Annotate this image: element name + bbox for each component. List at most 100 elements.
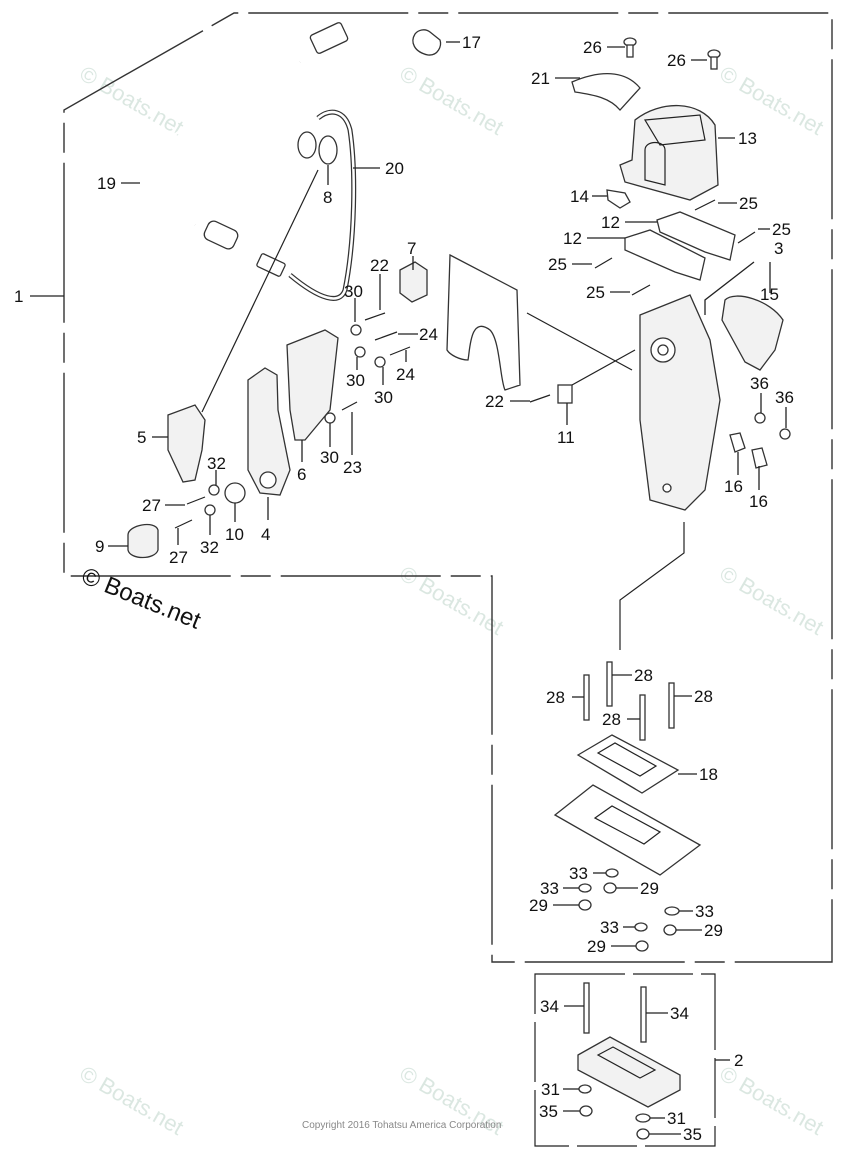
callout-32[interactable]: 32 (200, 538, 219, 557)
callout-27[interactable]: 27 (169, 548, 188, 567)
callout-33[interactable]: 33 (540, 879, 559, 898)
callout-30[interactable]: 30 (320, 448, 339, 467)
part-9 (127, 523, 159, 559)
callout-28[interactable]: 28 (634, 666, 653, 685)
callout-10[interactable]: 10 (225, 525, 244, 544)
callout-13[interactable]: 13 (738, 129, 757, 148)
part-15 (721, 295, 784, 371)
part-11 (557, 384, 573, 404)
part-12-brackets (624, 211, 736, 281)
callout-30[interactable]: 30 (374, 388, 393, 407)
callout-2[interactable]: 2 (734, 1051, 743, 1070)
callout-leaders (30, 41, 787, 1135)
callout-14[interactable]: 14 (570, 187, 589, 206)
callout-33[interactable]: 33 (600, 918, 619, 937)
callout-36[interactable]: 36 (750, 374, 769, 393)
part-7 (399, 261, 428, 303)
callout-1[interactable]: 1 (14, 287, 23, 306)
callout-12[interactable]: 12 (601, 213, 620, 232)
part-14 (606, 189, 631, 209)
callout-28[interactable]: 28 (546, 688, 565, 707)
callout-24[interactable]: 24 (419, 325, 438, 344)
callout-25[interactable]: 25 (586, 283, 605, 302)
callout-20[interactable]: 20 (385, 159, 404, 178)
part-16 (751, 447, 768, 469)
callout-26[interactable]: 26 (667, 51, 686, 70)
callout-labels: 1 2 3 4 5 6 7 8 9 10 11 12 12 13 14 15 1… (14, 33, 794, 1144)
callout-30[interactable]: 30 (346, 371, 365, 390)
callout-29[interactable]: 29 (529, 896, 548, 915)
assembly-outline-1 (63, 12, 833, 963)
leader-line (571, 349, 636, 386)
callout-25[interactable]: 25 (548, 255, 567, 274)
callout-4[interactable]: 4 (261, 525, 270, 544)
leader-line (201, 169, 319, 413)
watermark: © Boats.net (716, 1061, 828, 1140)
callout-28[interactable]: 28 (602, 710, 621, 729)
callout-8[interactable]: 8 (323, 188, 332, 207)
callout-29[interactable]: 29 (704, 921, 723, 940)
part-26-screws (623, 37, 721, 70)
part-4 (247, 367, 291, 496)
watermark: © Boats.net (396, 61, 508, 140)
callout-15[interactable]: 15 (760, 285, 779, 304)
leader-line (526, 312, 633, 371)
part-36 (779, 428, 791, 440)
callout-22[interactable]: 22 (370, 256, 389, 275)
part-19-harness (140, 22, 349, 250)
callout-25[interactable]: 25 (739, 194, 758, 213)
callout-31[interactable]: 31 (667, 1109, 686, 1128)
callout-24[interactable]: 24 (396, 365, 415, 384)
callout-21[interactable]: 21 (531, 69, 550, 88)
leader-line (619, 522, 685, 650)
callout-32[interactable]: 32 (207, 454, 226, 473)
gasket-plate (446, 253, 521, 391)
callout-28[interactable]: 28 (694, 687, 713, 706)
callout-9[interactable]: 9 (95, 537, 104, 556)
callout-35[interactable]: 35 (683, 1125, 702, 1144)
watermark: © Boats.net (396, 561, 508, 640)
callout-29[interactable]: 29 (640, 879, 659, 898)
watermark: © Boats.net (716, 561, 828, 640)
part-17 (412, 29, 442, 56)
callout-19[interactable]: 19 (97, 174, 116, 193)
callout-5[interactable]: 5 (137, 428, 146, 447)
callout-23[interactable]: 23 (343, 458, 362, 477)
callout-34[interactable]: 34 (540, 997, 559, 1016)
part-21-cover (571, 72, 641, 111)
part-36 (754, 412, 766, 424)
callout-29[interactable]: 29 (587, 937, 606, 956)
callout-33[interactable]: 33 (695, 902, 714, 921)
callout-7[interactable]: 7 (407, 239, 416, 258)
callout-34[interactable]: 34 (670, 1004, 689, 1023)
callout-26[interactable]: 26 (583, 38, 602, 57)
callout-31[interactable]: 31 (541, 1080, 560, 1099)
part-3-control-box (639, 294, 721, 511)
nuts-washers (578, 868, 680, 952)
callout-3[interactable]: 3 (774, 239, 783, 258)
callout-36[interactable]: 36 (775, 388, 794, 407)
callout-22[interactable]: 22 (485, 392, 504, 411)
callout-27[interactable]: 27 (142, 496, 161, 515)
callout-25[interactable]: 25 (772, 220, 791, 239)
callout-6[interactable]: 6 (297, 465, 306, 484)
small-fasteners (174, 312, 411, 529)
callout-12[interactable]: 12 (563, 229, 582, 248)
callout-35[interactable]: 35 (539, 1102, 558, 1121)
callout-33[interactable]: 33 (569, 864, 588, 883)
callout-30[interactable]: 30 (344, 282, 363, 301)
callout-17[interactable]: 17 (462, 33, 481, 52)
callout-16[interactable]: 16 (724, 477, 743, 496)
part-10 (224, 482, 246, 504)
callout-16[interactable]: 16 (749, 492, 768, 511)
copyright-notice: Copyright 2016 Tohatsu America Corporati… (302, 1120, 501, 1131)
part-16 (729, 432, 746, 453)
watermark: © Boats.net (76, 61, 188, 140)
part-25-screws (594, 199, 756, 296)
callout-11[interactable]: 11 (557, 428, 575, 447)
part-22-screw (529, 394, 551, 403)
callout-18[interactable]: 18 (699, 765, 718, 784)
part-5 (167, 404, 206, 483)
watermark: © Boats.net (716, 61, 828, 140)
